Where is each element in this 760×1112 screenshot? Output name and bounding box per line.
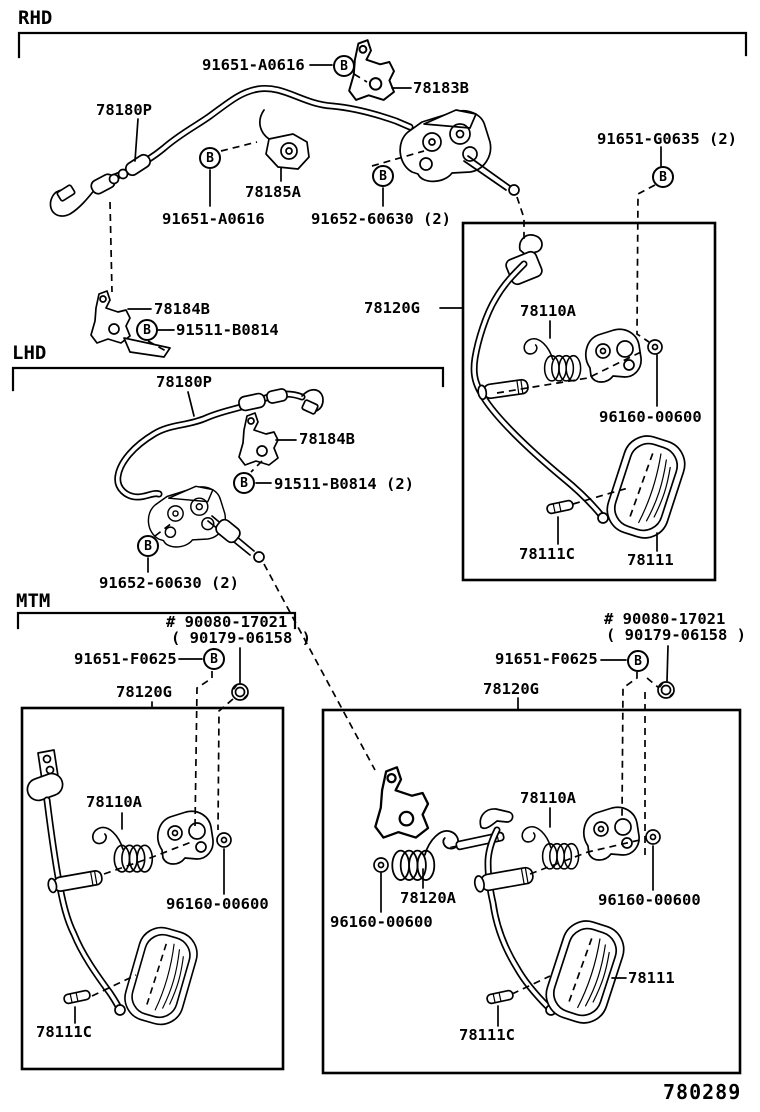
label-78110A-box1: 78110A	[520, 302, 576, 320]
label-91651-F0625-left: 91651-F0625	[74, 650, 177, 668]
label-90179-06158-right: ( 90179-06158 )	[606, 626, 746, 644]
label-78110A-box3: 78110A	[520, 789, 576, 807]
b-marker-lhd-60630: B	[137, 535, 159, 557]
label-78120A: 78120A	[400, 889, 456, 907]
b-marker-rhd-60630: B	[372, 165, 394, 187]
label-91652-60630-rhd: 91652-60630 (2)	[311, 210, 451, 228]
label-90080-17021-right: # 90080-17021	[604, 610, 726, 628]
label-90179-06158-left: ( 90179-06158 )	[171, 629, 311, 647]
label-78110A-box2: 78110A	[86, 793, 142, 811]
mtm-right-nut-art	[657, 681, 675, 699]
lhd-throttle-cable-art	[114, 388, 324, 501]
b-marker-mtm-left: B	[203, 648, 225, 670]
mtm-right-pedal-assembly-art	[373, 766, 661, 1030]
b-marker-lhd-b0814: B	[233, 472, 255, 494]
rhd-throttle-cable-art	[49, 84, 414, 217]
lhd-bracket-78184B-art	[238, 412, 279, 466]
label-91511-B0814-lhd: 91511-B0814 (2)	[274, 475, 414, 493]
lhd-actuator-art	[147, 485, 265, 563]
label-91651-F0625-right: 91651-F0625	[495, 650, 598, 668]
label-91511-B0814-rhd: 91511-B0814	[176, 321, 279, 339]
section-title-mtm: MTM	[16, 590, 51, 612]
dashed-callout-lines	[91, 73, 660, 997]
section-title-rhd: RHD	[18, 7, 53, 29]
label-91652-60630-lhd: 91652-60630 (2)	[99, 574, 239, 592]
label-96160-00600-box3-l: 96160-00600	[330, 913, 433, 931]
section-title-lhd: LHD	[12, 342, 47, 364]
label-91651-G0635: 91651-G0635 (2)	[597, 130, 737, 148]
label-91651-A0616-rhd-top: 91651-A0616	[202, 56, 305, 74]
label-96160-00600-box2: 96160-00600	[166, 895, 269, 913]
label-90080-17021-left: # 90080-17021	[166, 613, 288, 631]
label-78111-box1: 78111	[627, 551, 674, 569]
lhd-section-bracket	[11, 366, 445, 392]
label-91651-A0616-rhd-low: 91651-A0616	[162, 210, 265, 228]
label-78120G-rhd: 78120G	[364, 299, 420, 317]
b-marker-rhd-a0616-top: B	[333, 55, 355, 77]
mtm-right-assembly-box	[321, 708, 742, 1075]
diagram-number: 780289	[663, 1080, 742, 1104]
label-96160-00600-box1: 96160-00600	[599, 408, 702, 426]
rhd-actuator-art	[399, 109, 520, 196]
label-78111C-box3: 78111C	[459, 1026, 515, 1044]
label-78111-box3: 78111	[628, 969, 675, 987]
b-marker-rhd-b0814: B	[136, 319, 158, 341]
label-78180P-lhd: 78180P	[156, 373, 212, 391]
rhd-bracket-78184B-art	[90, 290, 171, 358]
leader-lines	[74, 64, 669, 1027]
rhd-section-bracket	[17, 31, 748, 59]
b-marker-rhd-a0616-low: B	[199, 147, 221, 169]
label-78183B: 78183B	[413, 79, 469, 97]
mtm-left-nut-art	[231, 683, 249, 701]
label-78180P-rhd: 78180P	[96, 101, 152, 119]
label-78120G-mtm-left: 78120G	[116, 683, 172, 701]
rhd-pedal-assembly-box	[461, 221, 717, 582]
rhd-clamp-78183B-art	[348, 39, 395, 101]
label-78111C-box1: 78111C	[519, 545, 575, 563]
b-marker-rhd-g0635: B	[652, 166, 674, 188]
label-78120G-mtm-right: 78120G	[483, 680, 539, 698]
b-marker-mtm-right: B	[627, 650, 649, 672]
label-78111C-box2: 78111C	[36, 1023, 92, 1041]
label-78184B-lhd: 78184B	[299, 430, 355, 448]
label-78185A: 78185A	[245, 183, 301, 201]
rhd-clip-78185A-art	[259, 109, 310, 170]
label-96160-00600-box3-r: 96160-00600	[598, 891, 701, 909]
label-78184B-rhd: 78184B	[154, 300, 210, 318]
rhd-pedal-assembly-art	[470, 234, 692, 545]
mtm-left-pedal-assembly-art	[26, 749, 232, 1031]
